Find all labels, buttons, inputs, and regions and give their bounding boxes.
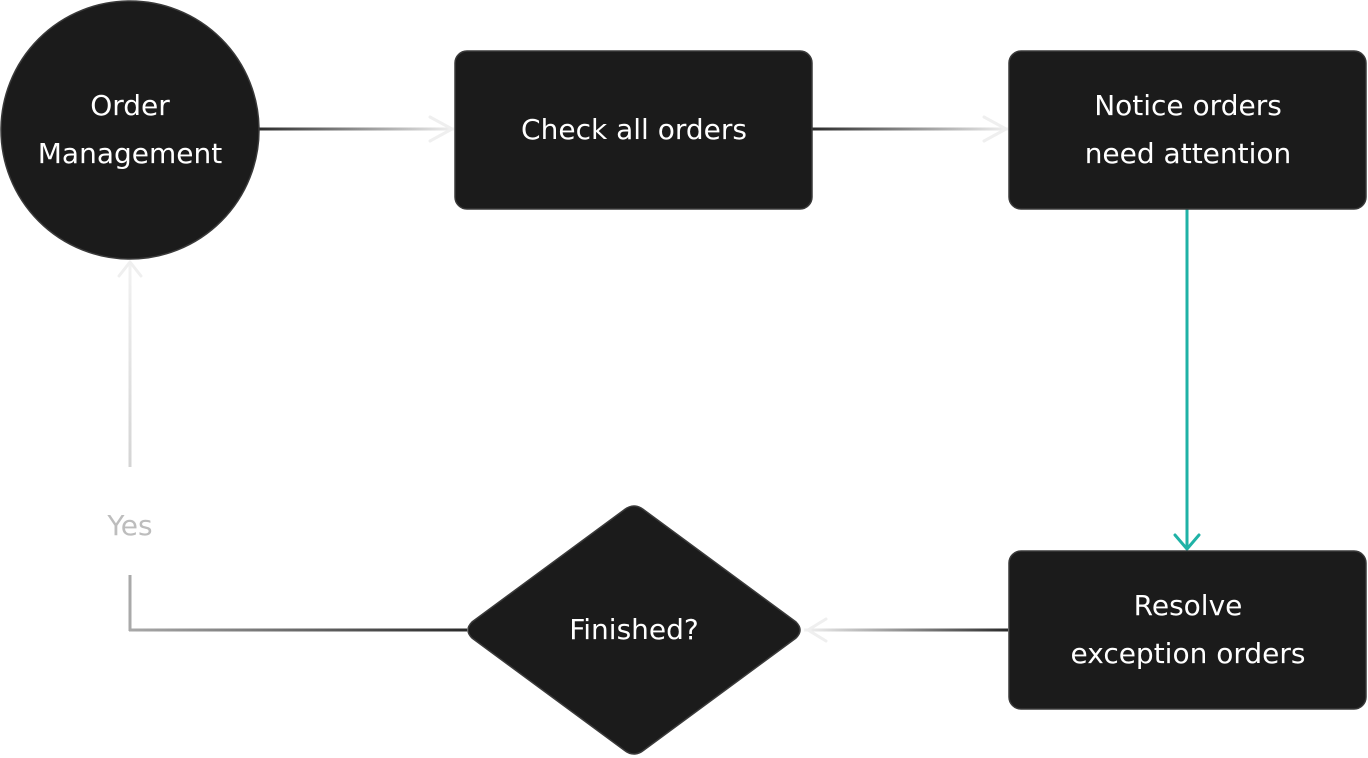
edge-start-to-check bbox=[258, 115, 454, 143]
node-order-management-shape bbox=[0, 0, 260, 260]
edge-decision-to-yes-horizontal bbox=[129, 628, 467, 632]
edge-check-to-notice-line bbox=[812, 127, 1008, 131]
node-resolve-exception-orders[interactable]: Resolve exception orders bbox=[1008, 550, 1367, 710]
edge-yes-lower-vertical bbox=[128, 575, 132, 631]
edge-start-to-check-line bbox=[258, 127, 454, 131]
node-resolve-exception-orders-shape bbox=[1008, 550, 1367, 710]
arrowhead-down-icon bbox=[1173, 533, 1201, 551]
edge-notice-to-resolve bbox=[1173, 209, 1201, 551]
edge-label-yes: Yes bbox=[106, 509, 152, 542]
node-finished-decision-label: Finished? bbox=[569, 613, 699, 646]
arrowhead-left-icon bbox=[806, 617, 828, 643]
edge-resolve-to-decision-line bbox=[804, 628, 1008, 632]
arrowhead-right-icon bbox=[428, 115, 454, 143]
edge-resolve-to-decision bbox=[804, 617, 1008, 643]
node-notice-orders-shape bbox=[1008, 50, 1367, 210]
node-resolve-exception-orders-line1: Resolve bbox=[1134, 589, 1243, 622]
node-finished-decision[interactable]: Finished? bbox=[467, 505, 801, 755]
node-order-management-line2: Management bbox=[38, 137, 222, 170]
node-notice-orders-line1: Notice orders bbox=[1094, 89, 1282, 122]
node-notice-orders-line2: need attention bbox=[1085, 137, 1292, 170]
edge-check-to-notice bbox=[812, 115, 1008, 143]
node-order-management-line1: Order bbox=[90, 89, 170, 122]
node-check-all-orders[interactable]: Check all orders bbox=[454, 50, 813, 210]
arrowhead-up-icon bbox=[117, 260, 143, 278]
node-check-all-orders-label: Check all orders bbox=[521, 113, 747, 146]
arrowhead-right-icon bbox=[982, 115, 1008, 143]
node-check-all-orders-shape bbox=[454, 50, 813, 210]
node-resolve-exception-orders-line2: exception orders bbox=[1071, 637, 1306, 670]
edge-yes-upper-vertical bbox=[128, 262, 132, 467]
edge-decision-to-start: Yes bbox=[106, 260, 467, 632]
node-order-management[interactable]: Order Management bbox=[0, 0, 260, 260]
node-finished-decision-shape bbox=[467, 505, 801, 755]
node-notice-orders[interactable]: Notice orders need attention bbox=[1008, 50, 1367, 210]
